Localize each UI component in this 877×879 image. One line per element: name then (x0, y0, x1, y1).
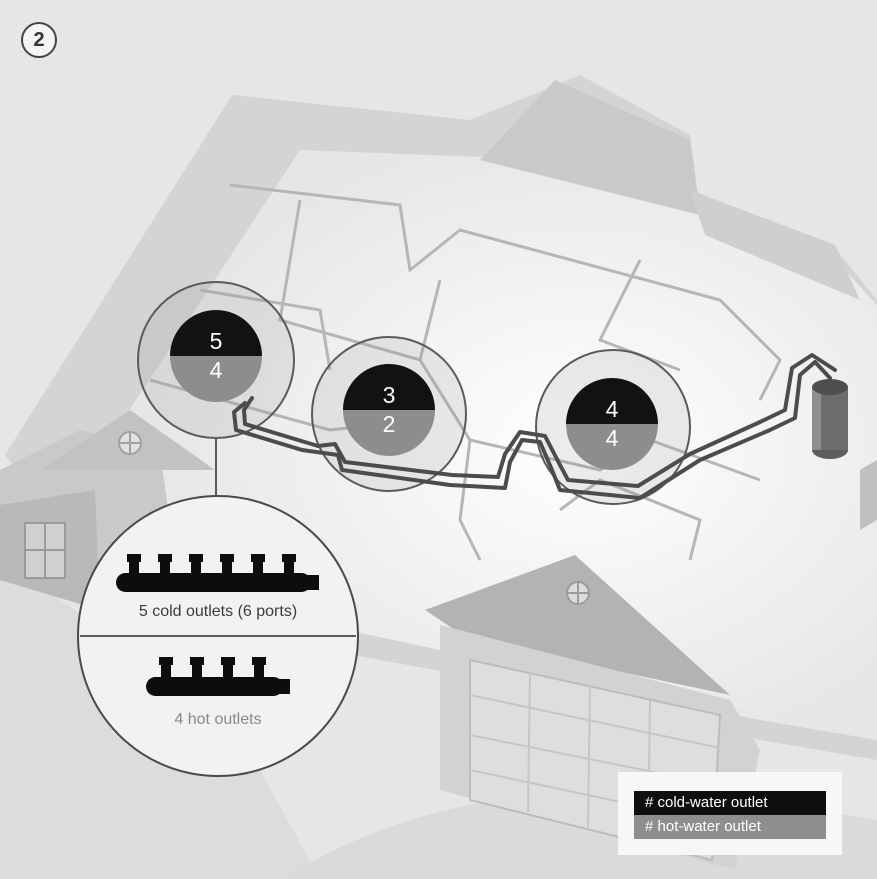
cold-manifold-icon (116, 554, 319, 592)
outlet-count-group-2: 3 2 (343, 364, 435, 456)
legend-hot-entry: # hot-water outlet (634, 815, 826, 839)
hot-manifold-caption: 4 hot outlets (174, 711, 262, 728)
step-number-badge: 2 (21, 22, 57, 58)
outlet-count-group-1: 5 4 (170, 310, 262, 402)
legend: # cold-water outlet # hot-water outlet (618, 772, 842, 855)
legend-cold-entry: # cold-water outlet (634, 791, 826, 815)
hot-manifold-icon (146, 657, 290, 696)
outlet-count-group-3: 4 4 (566, 378, 658, 470)
cold-manifold-caption: 5 cold outlets (6 ports) (138, 603, 298, 620)
